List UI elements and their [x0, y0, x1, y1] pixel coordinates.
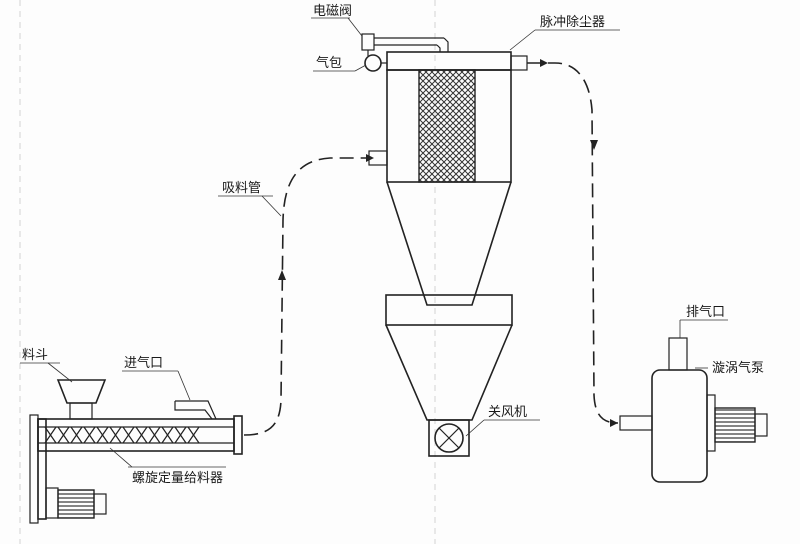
- vortex-pump: [619, 337, 768, 483]
- label-air-bag: 气包: [316, 55, 342, 71]
- label-exhaust-port: 排气口: [686, 304, 725, 320]
- rotary-valve: [428, 419, 470, 457]
- pulse-dust-collector: [368, 51, 528, 306]
- feeder-motor: [57, 489, 95, 519]
- label-screw-feeder: 螺旋定量给料器: [132, 471, 223, 486]
- solenoid-valve-assembly: [361, 33, 449, 72]
- label-pulse-dust-collector: 脉冲除尘器: [540, 15, 605, 30]
- cyclone-hopper: [385, 294, 513, 421]
- label-solenoid-valve: 电磁阀: [313, 4, 352, 19]
- page-guide-lines: [19, 0, 436, 544]
- label-suction-pipe: 吸料管: [222, 181, 261, 196]
- label-air-inlet: 进气口: [124, 355, 163, 371]
- air-bag: [364, 54, 382, 72]
- pump-motor: [714, 407, 756, 443]
- hopper-shape: [56, 379, 107, 404]
- label-vortex-pump: 漩涡气泵: [712, 360, 764, 376]
- flow-lines: [243, 59, 619, 436]
- label-rotary-valve: 关风机: [488, 405, 527, 420]
- screw-feeder: [29, 379, 243, 524]
- leader-lines: [20, 17, 728, 468]
- filter-bag: [418, 69, 476, 183]
- label-hopper: 料斗: [22, 348, 48, 363]
